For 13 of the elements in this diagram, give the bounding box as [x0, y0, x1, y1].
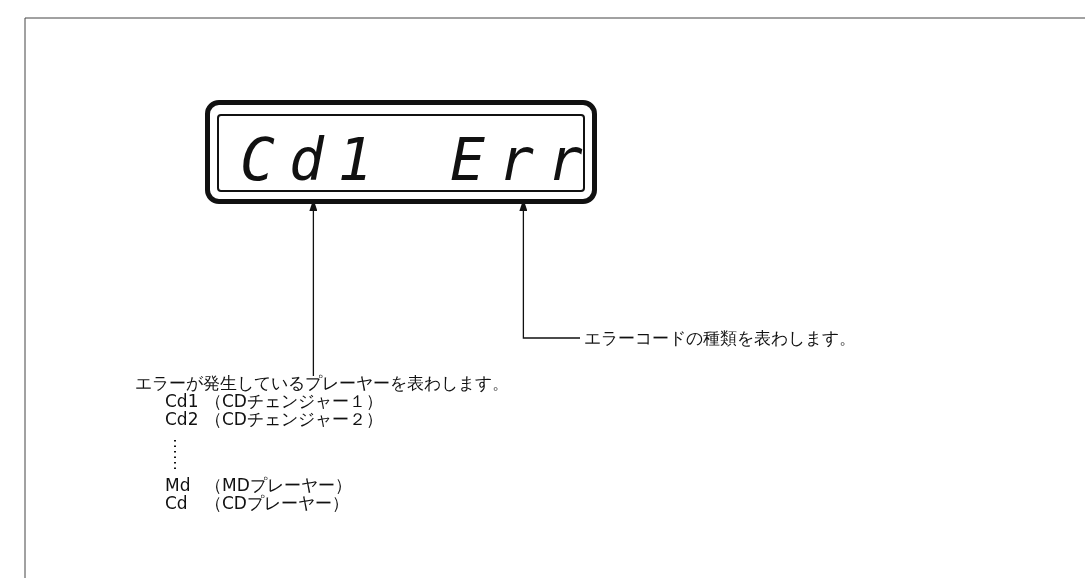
code-label: Cd1 [165, 392, 199, 410]
segment-readout: Err [450, 113, 597, 199]
code-label: Cd [165, 494, 188, 512]
code-label: Cd2 [165, 410, 199, 428]
description-label: （CDチェンジャー２） [205, 410, 383, 428]
callout-text: エラーコードの種類を表わします。 [584, 329, 856, 347]
segment-readout: Cd1 [240, 113, 387, 199]
code-label: Md [165, 476, 191, 494]
callout-text: エラーが発生しているプレーヤーを表わします。 [135, 374, 509, 392]
description-label: （CDチェンジャー１） [205, 392, 383, 410]
display-panel [205, 100, 597, 204]
description-label: （CDプレーヤー） [205, 494, 349, 512]
description-label: （MDプレーヤー） [205, 476, 352, 494]
